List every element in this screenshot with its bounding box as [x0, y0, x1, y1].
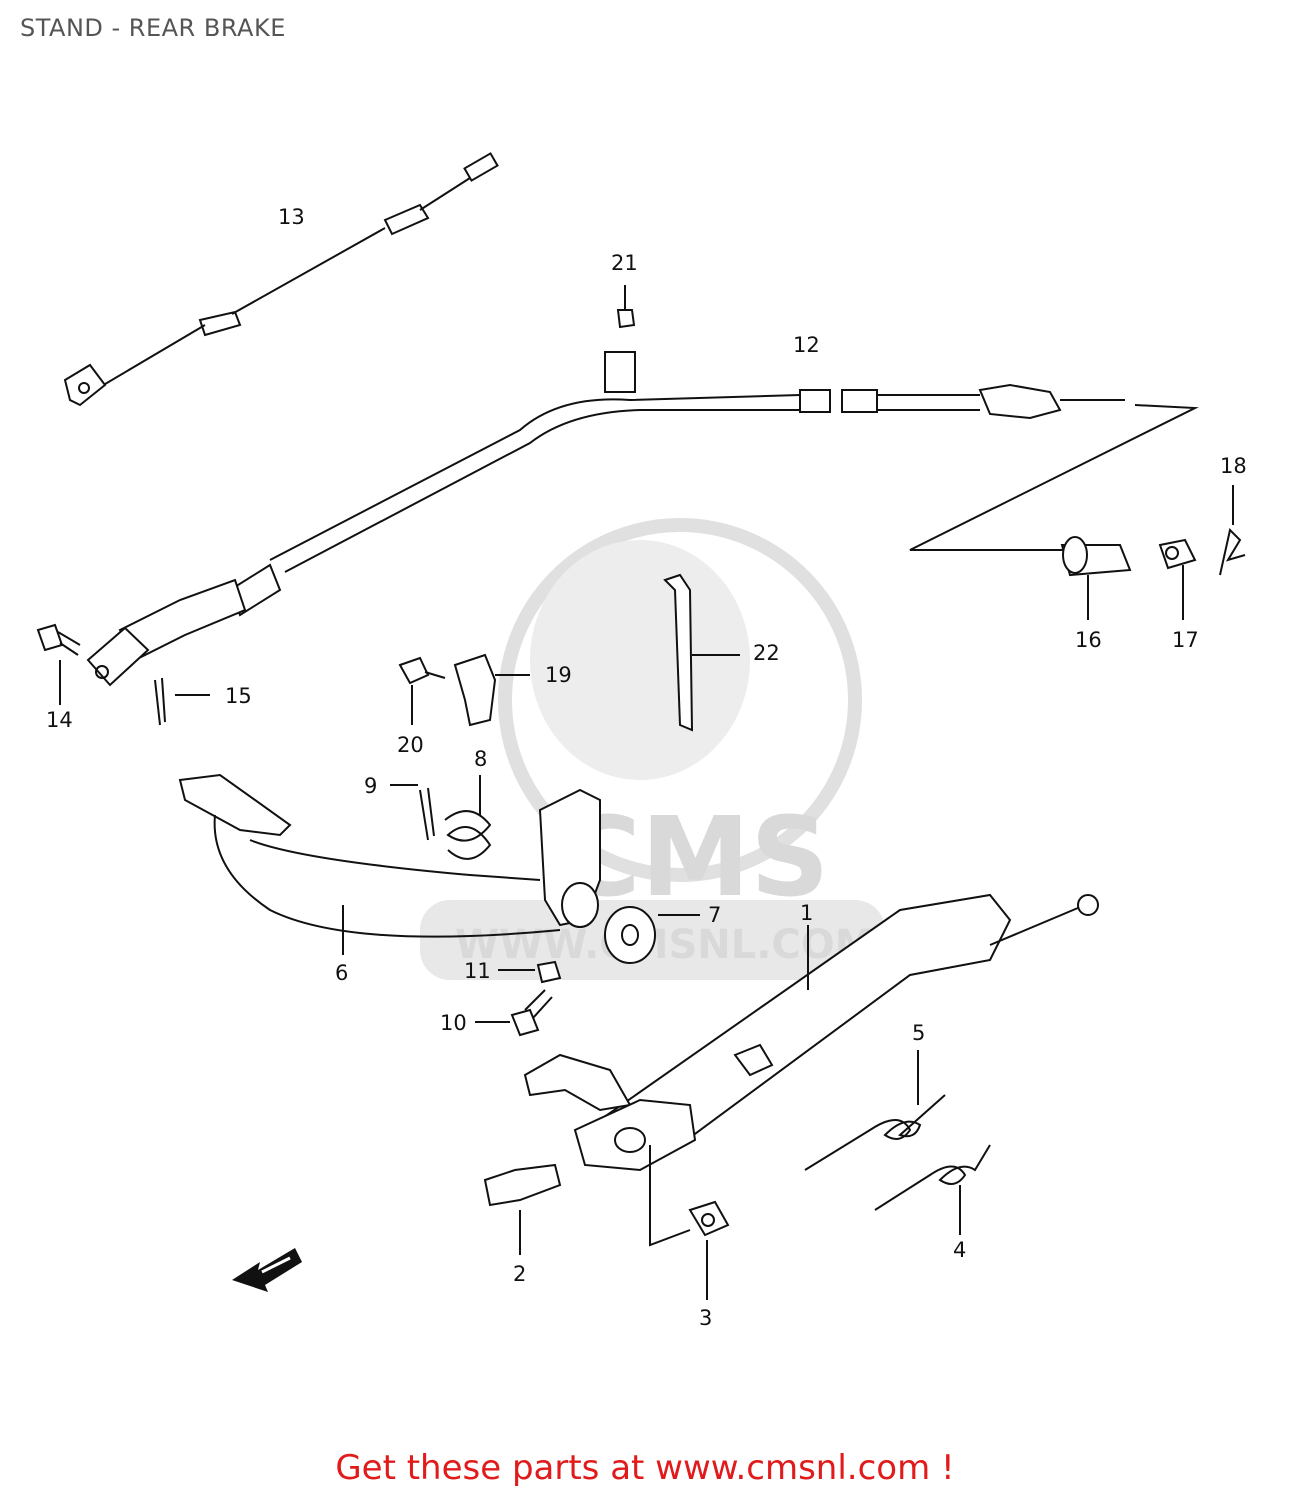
part-20-bolt[interactable] [398, 656, 446, 725]
part-13-cable[interactable] [63, 152, 499, 407]
part-4-spring[interactable] [874, 1144, 991, 1235]
label-8: 8 [474, 747, 487, 771]
label-11: 11 [464, 959, 491, 983]
part-3-nut[interactable] [649, 1145, 730, 1300]
label-1: 1 [800, 901, 813, 925]
label-16: 16 [1075, 628, 1102, 652]
label-19: 19 [545, 663, 572, 687]
part-9-cotter-pin[interactable] [390, 784, 435, 841]
part-15-cotter-pin[interactable] [154, 677, 210, 726]
label-3: 3 [699, 1306, 712, 1330]
part-6-brake-pedal[interactable] [178, 773, 601, 955]
label-18: 18 [1220, 454, 1247, 478]
label-9: 9 [364, 774, 377, 798]
watermark-logo: CMS [560, 793, 829, 921]
label-4: 4 [953, 1238, 966, 1262]
watermark-url: WWW.CMSNL.COM [455, 922, 875, 968]
label-20: 20 [397, 733, 424, 757]
part-10-bolt[interactable] [475, 989, 553, 1037]
part-19-bracket[interactable] [453, 653, 530, 727]
label-13: 13 [278, 205, 305, 229]
part-8-spring[interactable] [444, 775, 492, 860]
label-15: 15 [225, 684, 252, 708]
part-21-bolt[interactable] [616, 285, 636, 329]
part-1-side-stand[interactable] [523, 893, 1099, 1172]
part-17-nut[interactable] [1158, 538, 1197, 620]
part-5-spring[interactable] [804, 1050, 946, 1171]
part-11-nut[interactable] [498, 960, 562, 984]
label-17: 17 [1172, 628, 1199, 652]
footer-parts-link[interactable]: Get these parts at www.cmsnl.com ! [335, 1448, 955, 1488]
label-5: 5 [912, 1021, 925, 1045]
cms-watermark: CMS WWW.CMSNL.COM [420, 518, 885, 980]
part-22-rod[interactable] [663, 573, 740, 732]
label-10: 10 [440, 1011, 467, 1035]
part-12-cable[interactable] [86, 351, 1199, 687]
label-12: 12 [793, 333, 820, 357]
label-22: 22 [753, 641, 780, 665]
page-title: STAND - REAR BRAKE [20, 14, 286, 42]
label-21: 21 [611, 251, 638, 275]
part-2-pivot-bolt[interactable] [483, 1163, 562, 1255]
part-14-pin[interactable] [36, 623, 81, 705]
front-arrow-icon [232, 1248, 302, 1292]
part-18-clip[interactable] [1219, 485, 1246, 576]
label-14: 14 [46, 708, 73, 732]
part-7-washer[interactable] [604, 906, 700, 964]
label-7: 7 [708, 903, 721, 927]
label-6: 6 [335, 961, 348, 985]
label-2: 2 [513, 1262, 526, 1286]
part-16-pin[interactable] [1060, 536, 1132, 620]
